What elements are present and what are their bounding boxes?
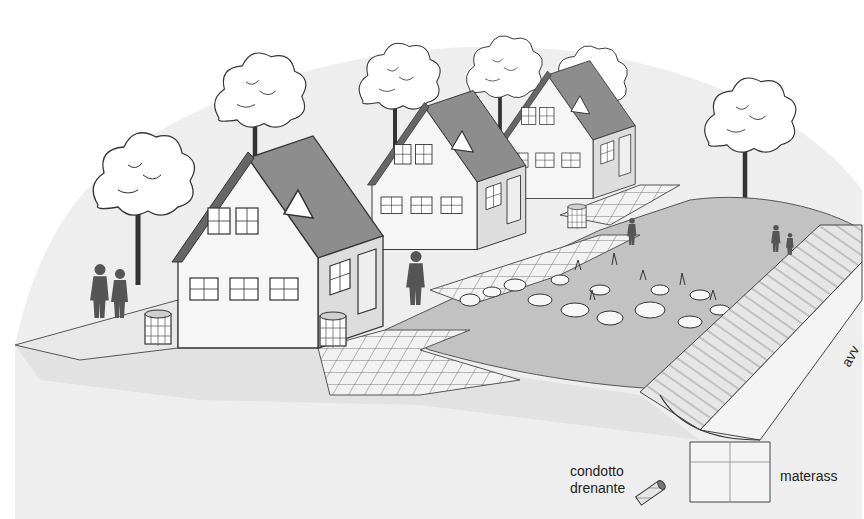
part-label: materass (780, 468, 864, 485)
people (90, 218, 794, 318)
rain-barrels (145, 204, 586, 348)
ground-backdrop (15, 47, 862, 519)
part-label: condotto drenante (570, 463, 642, 497)
rain-garden (460, 253, 756, 328)
swale (636, 225, 862, 505)
houses (172, 61, 635, 348)
